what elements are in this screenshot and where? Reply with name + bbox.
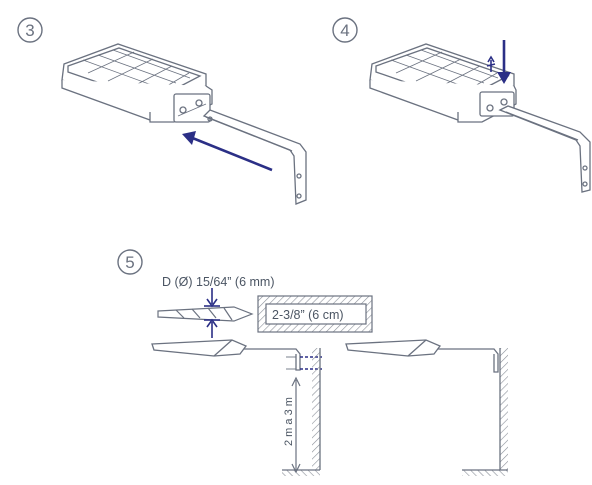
wall-left bbox=[282, 348, 321, 476]
step-5: 5 D (Ø) 15/64” (6 mm) 2-3/8” (6 cm) bbox=[117, 249, 508, 476]
bracket-step-3 bbox=[202, 109, 307, 205]
lamp-side-view-right bbox=[345, 339, 499, 373]
height-dimension bbox=[291, 376, 301, 474]
down-arrow-step-4 bbox=[497, 40, 511, 84]
step-4-number-badge: 4 bbox=[332, 17, 358, 43]
bracket-step-4 bbox=[498, 105, 591, 193]
wall-right bbox=[462, 348, 508, 476]
lamp-side-view-left bbox=[151, 339, 301, 371]
wall-anchors-icon bbox=[286, 356, 322, 370]
diameter-marker bbox=[204, 288, 220, 338]
drill-diameter-label: D (Ø) 15/64” (6 mm) bbox=[162, 275, 275, 289]
solar-lamp-step-3 bbox=[61, 43, 213, 123]
screw-icon bbox=[486, 55, 496, 72]
step-4: 4 bbox=[332, 17, 591, 193]
step-3-number-badge: 3 bbox=[17, 17, 43, 43]
drill-bit-icon bbox=[157, 306, 254, 322]
step-4-number: 4 bbox=[340, 21, 349, 40]
step-5-number: 5 bbox=[125, 253, 134, 272]
solar-lamp-step-4 bbox=[369, 43, 517, 123]
step-5-number-badge: 5 bbox=[117, 249, 143, 275]
height-label: 2 m a 3 m bbox=[283, 397, 295, 446]
drill-depth-block bbox=[257, 295, 373, 333]
drill-depth-label: 2-3/8” (6 cm) bbox=[272, 308, 344, 322]
insert-arrow-step-3 bbox=[182, 131, 273, 172]
step-3: 3 bbox=[17, 17, 307, 205]
step-3-number: 3 bbox=[25, 21, 34, 40]
